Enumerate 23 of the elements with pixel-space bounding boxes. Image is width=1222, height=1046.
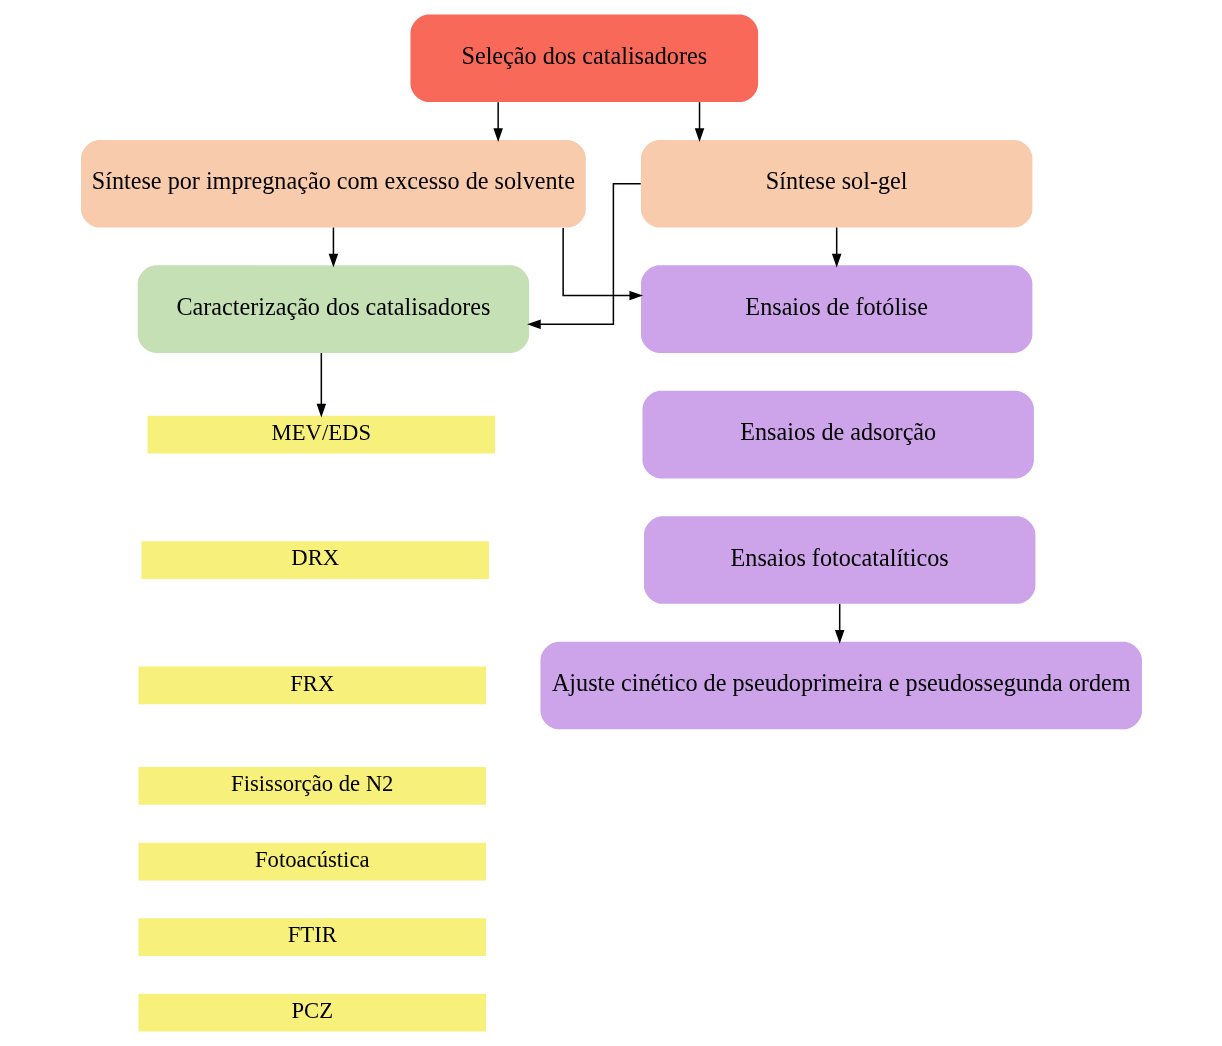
node-box: Ensaios de fotólise (640, 265, 1032, 353)
node-box: FTIR (137, 918, 486, 956)
arrow (316, 352, 326, 418)
arrow (561, 227, 643, 301)
arrow (492, 101, 503, 142)
node-box: DRX (141, 541, 489, 579)
node-box: Fisissorção de N2 (137, 767, 486, 805)
node-box: MEV/EDS (147, 415, 495, 454)
node-box: Síntese sol-gel (640, 139, 1032, 228)
node-box: Caracterização dos catalisadores (137, 265, 529, 353)
node-box: Fotoacústica (137, 842, 486, 881)
arrow (834, 603, 844, 644)
node-box: Seleção dos catalisadores (410, 14, 758, 103)
arrow (526, 182, 642, 330)
node-box: Ensaios fotocatalíticos (643, 516, 1035, 604)
node-box: Ajuste cinético de pseudoprimeira e pseudossegunda ordem (539, 641, 1142, 730)
arrow (328, 226, 338, 268)
node-box: Ensaios de adsorção (642, 390, 1034, 479)
node-box: Síntese por impregnação com excesso de solvente (80, 139, 586, 228)
arrow (831, 226, 841, 268)
node-box: PCZ (137, 993, 486, 1032)
node-box: FRX (137, 666, 486, 705)
arrow (694, 101, 704, 142)
